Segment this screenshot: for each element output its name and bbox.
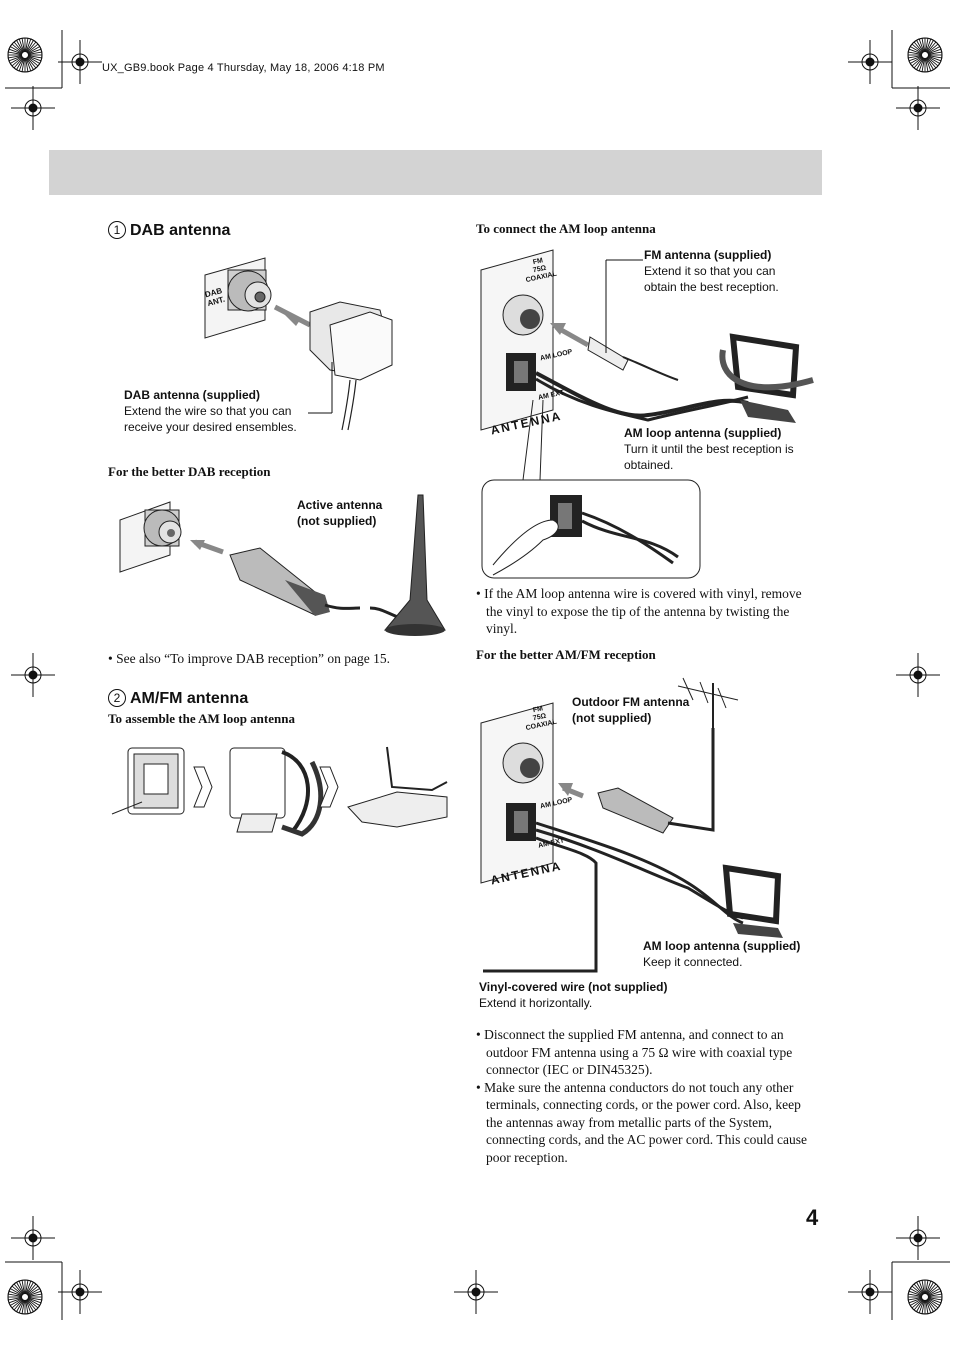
- active-antenna-figure: [119, 494, 446, 636]
- section-dab-title: DAB antenna: [130, 222, 231, 239]
- page-number: 4: [806, 1205, 819, 1230]
- dab-connector-figure: [204, 257, 393, 431]
- vinyl-wire-caption: Vinyl-covered wire (not supplied) Extend…: [479, 980, 668, 1010]
- book-info-line: UX_GB9.book Page 4 Thursday, May 18, 200…: [102, 62, 385, 74]
- am-keep-caption: AM loop antenna (supplied) Keep it conne…: [643, 939, 801, 969]
- header-bar: [49, 150, 822, 195]
- outdoor-fm-caption: Outdoor FM antenna (not supplied): [572, 695, 690, 725]
- outdoor-notes: • Disconnect the supplied FM antenna, an…: [476, 1026, 826, 1166]
- connect-am-title: To connect the AM loop antenna: [476, 221, 656, 236]
- note-bullet-2: • Make sure the antenna conductors do no…: [476, 1079, 808, 1165]
- section-amfm-title: AM/FM antenna: [130, 690, 249, 707]
- am-loop-caption: AM loop antenna (supplied) Turn it until…: [624, 426, 794, 472]
- fm-antenna-caption: FM antenna (supplied) Extend it so that …: [644, 248, 779, 294]
- assemble-title: To assemble the AM loop antenna: [108, 711, 295, 726]
- note-bullet-1: • Disconnect the supplied FM antenna, an…: [476, 1027, 793, 1077]
- better-dab-title: For the better DAB reception: [108, 464, 271, 479]
- active-antenna-caption: Active antenna (not supplied): [297, 498, 383, 528]
- rear-panel-figure-top: [480, 249, 814, 579]
- assemble-loop-figure: [111, 746, 448, 837]
- section-number-1: 1: [108, 221, 126, 239]
- rear-panel-figure-bottom: [480, 677, 783, 973]
- see-also-note: • See also “To improve DAB reception” on…: [108, 651, 390, 666]
- better-amfm-title: For the better AM/FM reception: [476, 647, 656, 662]
- dab-antenna-caption: DAB antenna (supplied) Extend the wire s…: [124, 388, 297, 434]
- section-number-2: 2: [108, 689, 126, 707]
- vinyl-note: • If the AM loop antenna wire is covered…: [476, 586, 802, 636]
